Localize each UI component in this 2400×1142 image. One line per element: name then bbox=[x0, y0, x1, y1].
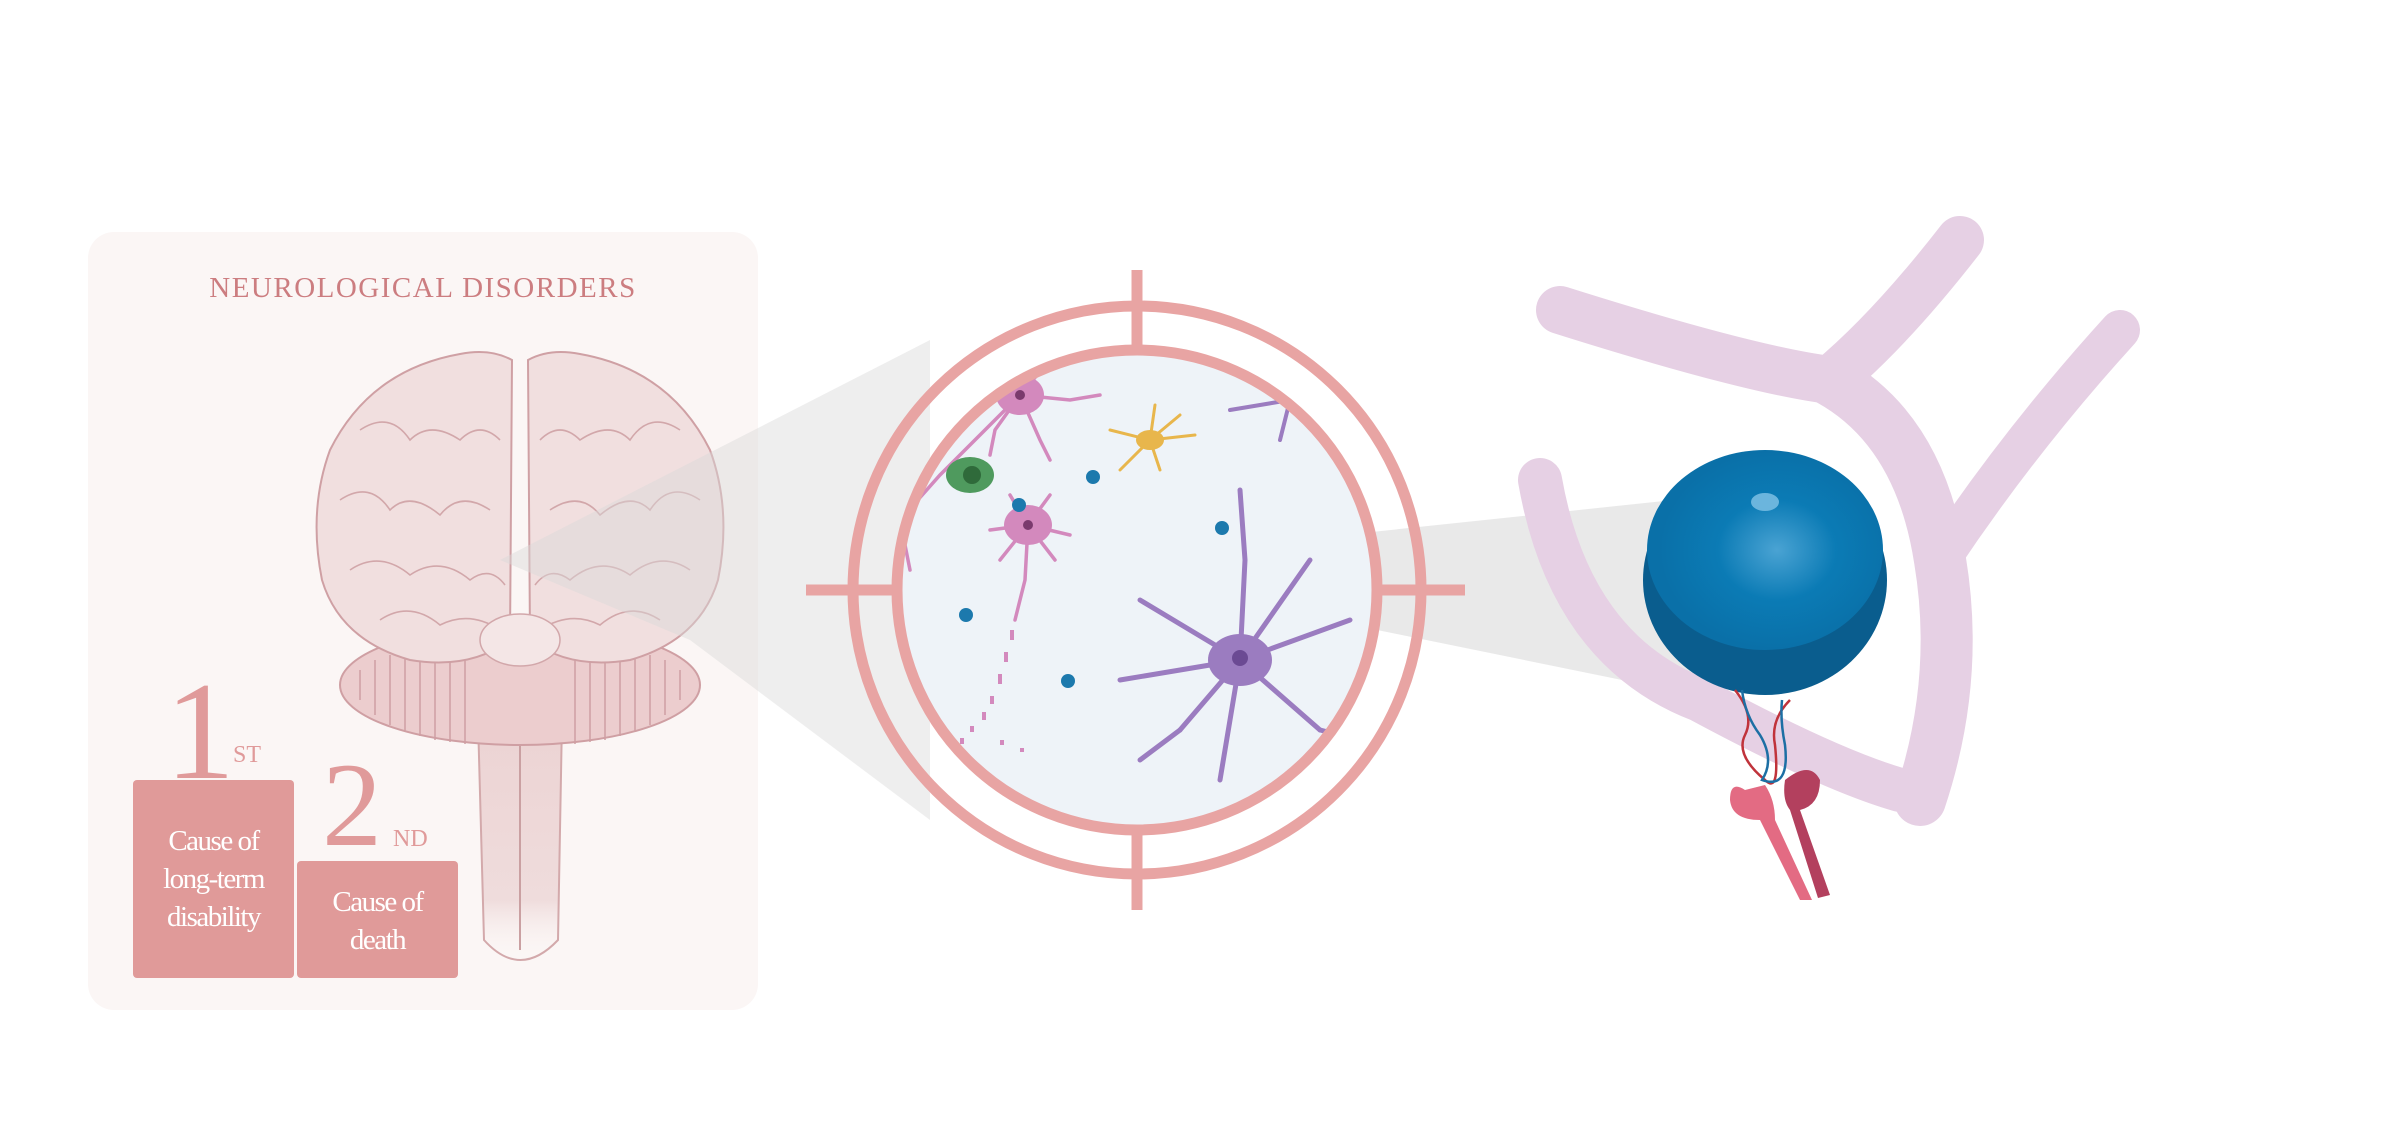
rank-second-suffix: ND bbox=[393, 826, 428, 852]
brain-icon bbox=[315, 351, 725, 961]
rank-first-number: 1 bbox=[165, 654, 235, 809]
podium-second-line-1: Cause of bbox=[332, 886, 424, 918]
blood-vessel-icon bbox=[1518, 216, 2140, 900]
rank-second-number: 2 bbox=[322, 738, 382, 871]
podium-second-line-2: death bbox=[349, 924, 407, 956]
target-reticle-icon bbox=[806, 270, 1465, 910]
podium-first-line-2: long-term bbox=[163, 863, 265, 895]
panel-title: NEUROLOGICAL DISORDERS bbox=[209, 272, 637, 304]
podium-second: Cause of death bbox=[297, 861, 458, 978]
podium-first-line-3: disability bbox=[167, 901, 261, 933]
podium-first-line-1: Cause of bbox=[168, 825, 260, 857]
rank-first-suffix: ST bbox=[233, 742, 262, 768]
podium-first: Cause of long-term disability bbox=[133, 780, 294, 978]
